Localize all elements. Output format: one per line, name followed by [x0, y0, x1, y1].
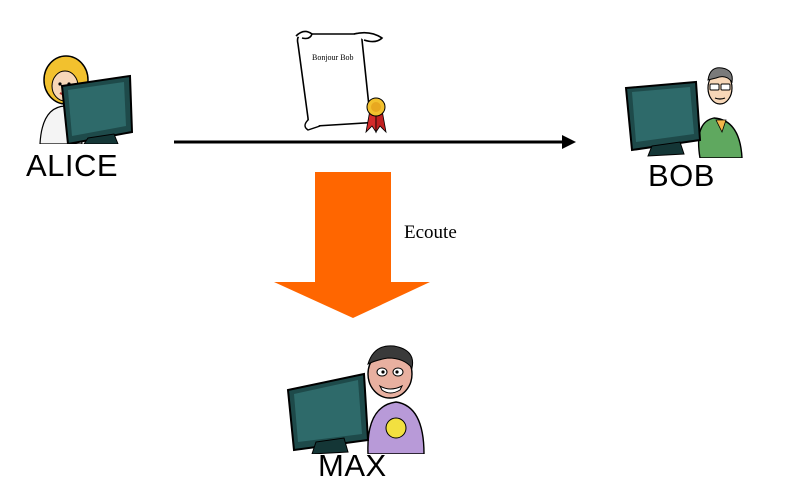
message-arrow [174, 135, 576, 149]
bob-label: BOB [648, 158, 715, 193]
max-label: MAX [318, 448, 387, 483]
scroll-icon [295, 30, 384, 131]
seal-icon [365, 97, 387, 134]
alice-label: ALICE [26, 148, 119, 183]
alice-avatar-icon [39, 55, 134, 144]
message-text: Bonjour Bob [312, 53, 354, 62]
eavesdrop-label: Ecoute [404, 222, 457, 243]
eavesdrop-arrow [274, 172, 430, 318]
max-avatar-icon [286, 345, 425, 454]
bob-avatar-icon [624, 67, 743, 158]
